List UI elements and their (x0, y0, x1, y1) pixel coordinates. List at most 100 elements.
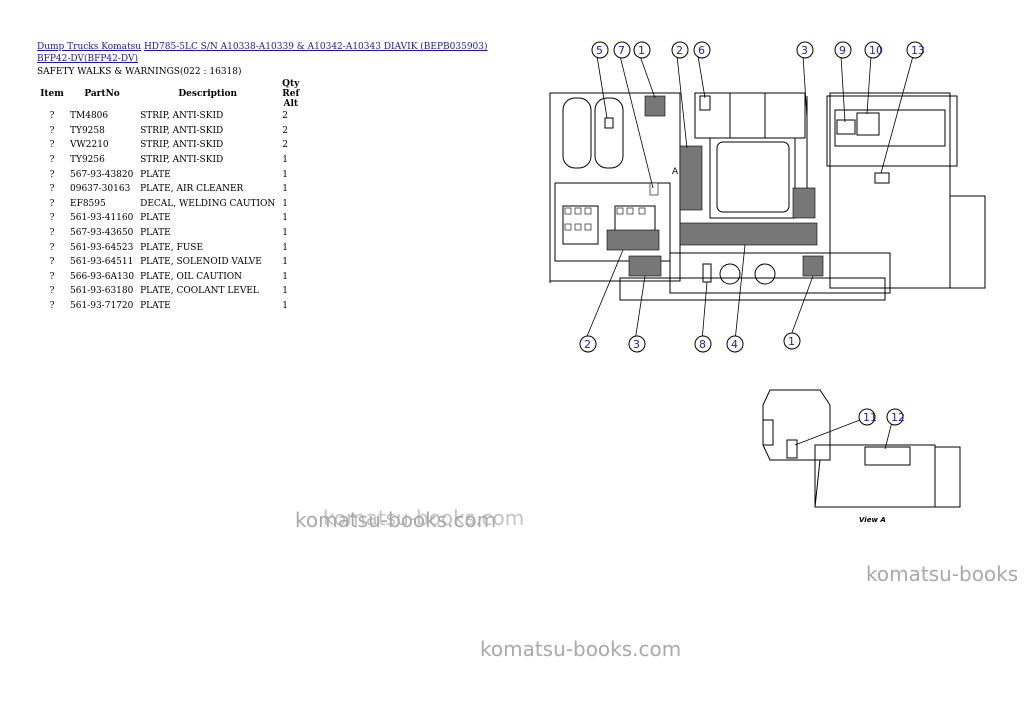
callout-number: 13 (906, 41, 925, 59)
header-partno: PartNo (84, 89, 120, 99)
qty-cell: 1 (282, 213, 289, 224)
partno-cell: VW2210 (70, 140, 109, 151)
header-item: Item (40, 89, 64, 99)
svg-text:1: 1 (788, 335, 795, 348)
qty-cell: 1 (282, 228, 289, 239)
breadcrumb-link-group[interactable]: BFP42-DV(BFP42-DV) (37, 54, 138, 64)
callout-number: 5 (591, 41, 609, 59)
qty-cell: 1 (282, 271, 289, 282)
partno-cell: EF8595 (70, 198, 106, 209)
callout-number: 11 (858, 408, 877, 426)
arrow-label: A (672, 167, 679, 177)
item-cell: ? (49, 286, 55, 297)
item-cell: ? (49, 257, 55, 268)
partno-cell: 566-93-6A130 (70, 271, 135, 282)
callout-number: 6 (693, 41, 711, 59)
qty-cell: 1 (282, 184, 289, 195)
callout-number: 9 (834, 41, 852, 59)
item-cell: ? (49, 155, 55, 166)
item-cell: ? (49, 184, 55, 195)
description-cell: PLATE (140, 228, 171, 239)
svg-text:13: 13 (911, 44, 925, 57)
description-cell: PLATE (140, 301, 171, 312)
callout-number: 2 (671, 41, 689, 59)
partno-cell: TM4806 (70, 111, 109, 122)
item-cell: ? (49, 228, 55, 239)
table-row: ? 09637-30163 PLATE, AIR CLEANER 1 (37, 182, 303, 197)
description-cell: PLATE, AIR CLEANER (140, 184, 244, 195)
svg-text:12: 12 (891, 411, 905, 424)
breadcrumb-link-model[interactable]: HD785-5LC S/N A10338-A10339 & A10342-A10… (143, 42, 488, 52)
partno-cell: 567-93-43820 (70, 169, 134, 180)
partno-cell: 561-93-64523 (70, 242, 134, 253)
qty-cell: 1 (282, 155, 289, 166)
item-cell: ? (49, 169, 55, 180)
section-title: SAFETY WALKS & WARNINGS(022 : 16318) (37, 67, 242, 77)
item-cell: ? (49, 198, 55, 209)
description-cell: PLATE, FUSE (140, 242, 204, 253)
item-cell: ? (49, 140, 55, 151)
partno-cell: 09637-30163 (70, 184, 131, 195)
svg-text:1: 1 (638, 44, 645, 57)
svg-text:7: 7 (618, 44, 625, 57)
table-row: ? 567-93-43650 PLATE 1 (37, 226, 303, 241)
watermark: komatsu-books.com (480, 637, 682, 661)
qty-cell: 2 (282, 140, 289, 151)
svg-text:5: 5 (596, 44, 603, 57)
partno-cell: 561-93-71720 (70, 301, 134, 312)
table-row: ? TY9256 STRIP, ANTI-SKID 1 (37, 153, 303, 168)
partno-cell: 561-93-63180 (70, 286, 134, 297)
callout-number: 7 (613, 41, 631, 59)
breadcrumb: Dump Trucks Komatsu HD785-5LC S/N A10338… (37, 41, 507, 65)
partno-cell: 561-93-41160 (70, 213, 134, 224)
svg-text:6: 6 (698, 44, 705, 57)
breadcrumb-link-dump-trucks[interactable]: Dump Trucks Komatsu (37, 42, 142, 52)
item-cell: ? (49, 242, 55, 253)
svg-text:2: 2 (676, 44, 683, 57)
description-cell: STRIP, ANTI-SKID (140, 125, 224, 136)
callout-number: 8 (694, 335, 712, 353)
svg-text:9: 9 (839, 44, 846, 57)
table-row: ? 561-93-64511 PLATE, SOLENOID VALVE 1 (37, 255, 303, 270)
partno-cell: 567-93-43650 (70, 228, 134, 239)
partno-cell: 561-93-64511 (70, 257, 134, 268)
qty-cell: 2 (282, 111, 289, 122)
qty-cell: 1 (282, 198, 289, 209)
header-qty-ref-alt: Qty Ref Alt (282, 79, 300, 109)
svg-text:11: 11 (863, 411, 877, 424)
qty-cell: 2 (282, 125, 289, 136)
item-cell: ? (49, 111, 55, 122)
svg-text:10: 10 (869, 44, 883, 57)
qty-cell: 1 (282, 301, 289, 312)
description-cell: STRIP, ANTI-SKID (140, 155, 224, 166)
partno-cell: TY9256 (70, 155, 105, 166)
watermark: komatsu-books (866, 562, 1019, 586)
callout-number: 4 (726, 335, 744, 353)
qty-cell: 1 (282, 257, 289, 268)
callouts-view: 11 12 (858, 408, 905, 426)
callout-number: 2 (579, 335, 597, 353)
header-description: Description (178, 89, 238, 99)
svg-text:3: 3 (801, 44, 808, 57)
callout-number: 3 (628, 335, 646, 353)
callout-number: 1 (783, 332, 801, 350)
description-cell: PLATE, OIL CAUTION (140, 271, 243, 282)
svg-text:2: 2 (584, 338, 591, 351)
description-cell: STRIP, ANTI-SKID (140, 140, 224, 151)
callout-number: 10 (864, 41, 883, 59)
partno-cell: TY9258 (70, 125, 105, 136)
parts-table-header: Item PartNo Description Qty Ref Alt (37, 79, 303, 109)
description-cell: PLATE, SOLENOID VALVE (140, 257, 262, 268)
parts-table: Item PartNo Description Qty Ref Alt ? TM4… (37, 79, 303, 313)
